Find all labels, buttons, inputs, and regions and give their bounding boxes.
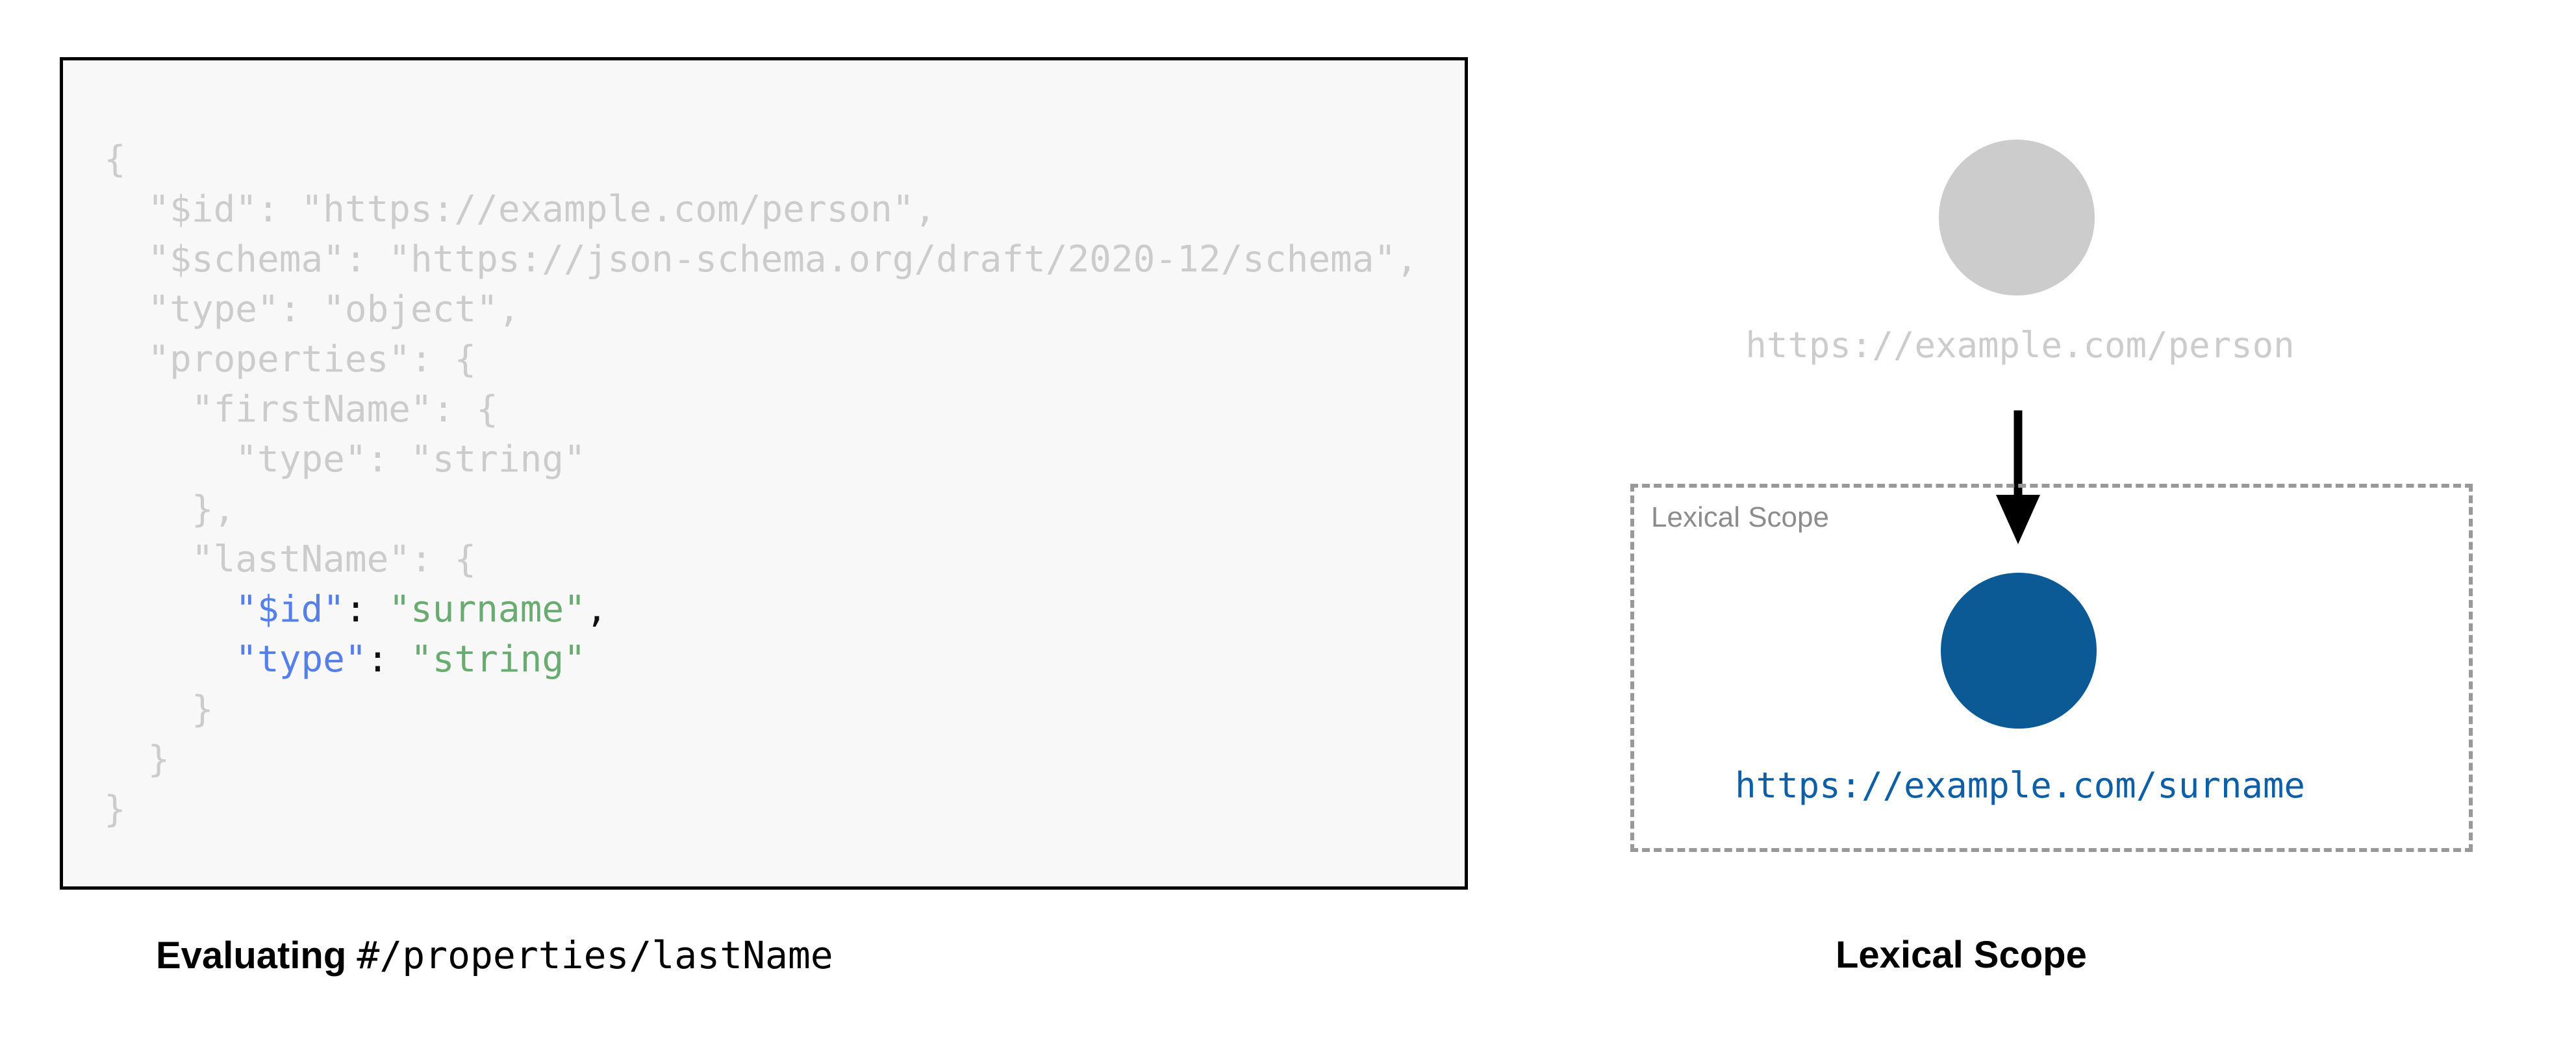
left-caption: Evaluating #/properties/lastName: [156, 933, 833, 977]
lexical-scope-diagram: https://example.com/person Lexical Scope…: [1559, 0, 2576, 1039]
person-node-label: https://example.com/person: [1745, 325, 2295, 366]
code-token: "firstName": {: [191, 388, 498, 431]
code-token: "properties": {: [147, 338, 477, 381]
code-token: :: [366, 638, 411, 681]
code-line: },: [104, 484, 1418, 534]
code-token: {: [104, 138, 126, 181]
code-line: "type": "object",: [104, 284, 1418, 334]
code-token: "$id": [235, 588, 345, 631]
code-line: }: [104, 684, 1418, 734]
person-node-circle: [1939, 140, 2095, 295]
code-token: }: [191, 688, 214, 731]
code-line: "$id": "https://example.com/person",: [104, 184, 1418, 234]
code-token: "lastName": {: [191, 538, 477, 581]
surname-node-circle: [1941, 573, 2097, 729]
code-token: "surname": [388, 588, 586, 631]
code-line: "lastName": {: [104, 534, 1418, 584]
code-token: }: [104, 788, 126, 831]
code-line: "firstName": {: [104, 384, 1418, 434]
code-token: "type": "object",: [147, 288, 520, 331]
code-line: "type": "string": [104, 434, 1418, 484]
code-token: },: [191, 488, 236, 531]
code-token: }: [147, 738, 170, 781]
code-line: {: [104, 134, 1418, 184]
code-line: }: [104, 734, 1418, 784]
code-token: :: [344, 588, 389, 631]
code-line: "$schema": "https://json-schema.org/draf…: [104, 234, 1418, 284]
code-token: "type": [235, 638, 367, 681]
json-schema-code: { "$id": "https://example.com/person", "…: [104, 134, 1418, 834]
code-line: }: [104, 784, 1418, 834]
left-caption-pointer: #/properties/lastName: [357, 933, 833, 977]
code-line: "properties": {: [104, 334, 1418, 384]
code-line: "$id": "surname",: [104, 584, 1418, 634]
lexical-scope-box-label: Lexical Scope: [1651, 501, 1829, 533]
right-caption: Lexical Scope: [1836, 933, 2087, 977]
code-panel: { "$id": "https://example.com/person", "…: [60, 57, 1468, 890]
code-token: ,: [585, 588, 608, 631]
code-token: "$schema": "https://json-schema.org/draf…: [147, 238, 1418, 281]
code-line: "type": "string": [104, 634, 1418, 684]
code-token: "type": "string": [235, 438, 586, 481]
lexical-scope-box: [1630, 484, 2473, 852]
code-token: "$id": "https://example.com/person",: [147, 188, 937, 231]
surname-node-label: https://example.com/surname: [1735, 765, 2305, 806]
code-token: "string": [410, 638, 586, 681]
left-caption-bold: Evaluating: [156, 934, 357, 977]
right-caption-bold: Lexical Scope: [1836, 934, 2087, 976]
